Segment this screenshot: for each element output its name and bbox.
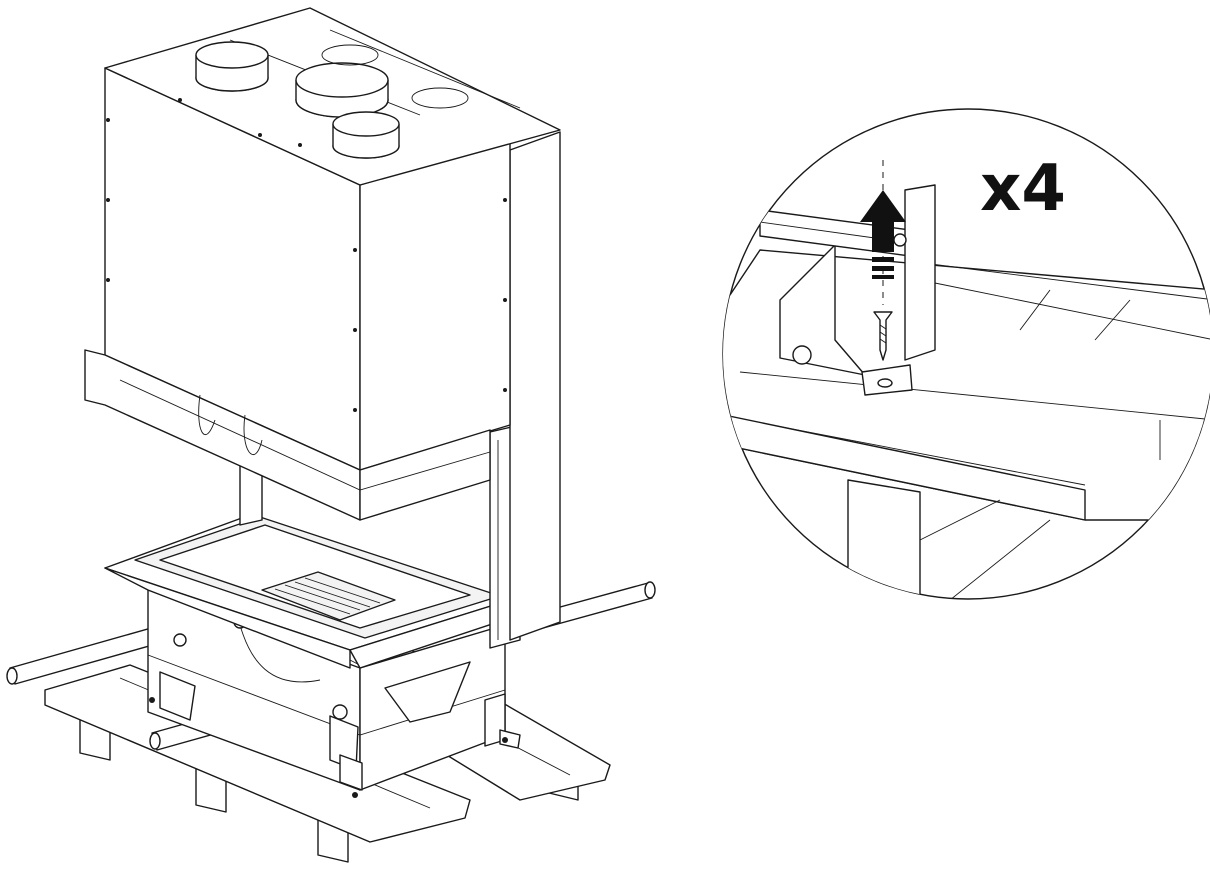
rivets bbox=[106, 98, 507, 412]
firebox-tray bbox=[104, 424, 521, 669]
grate-slots bbox=[274, 577, 381, 615]
fireplace-body bbox=[84, 7, 561, 641]
quantity-box bbox=[955, 145, 1092, 225]
flue-collars bbox=[195, 41, 469, 159]
base-frame bbox=[147, 589, 521, 798]
arrow-up-icon bbox=[860, 190, 906, 279]
detail-callout: x4 bbox=[722, 108, 1210, 600]
screw-icon bbox=[873, 311, 893, 361]
quantity-label: x4 bbox=[980, 152, 1066, 226]
